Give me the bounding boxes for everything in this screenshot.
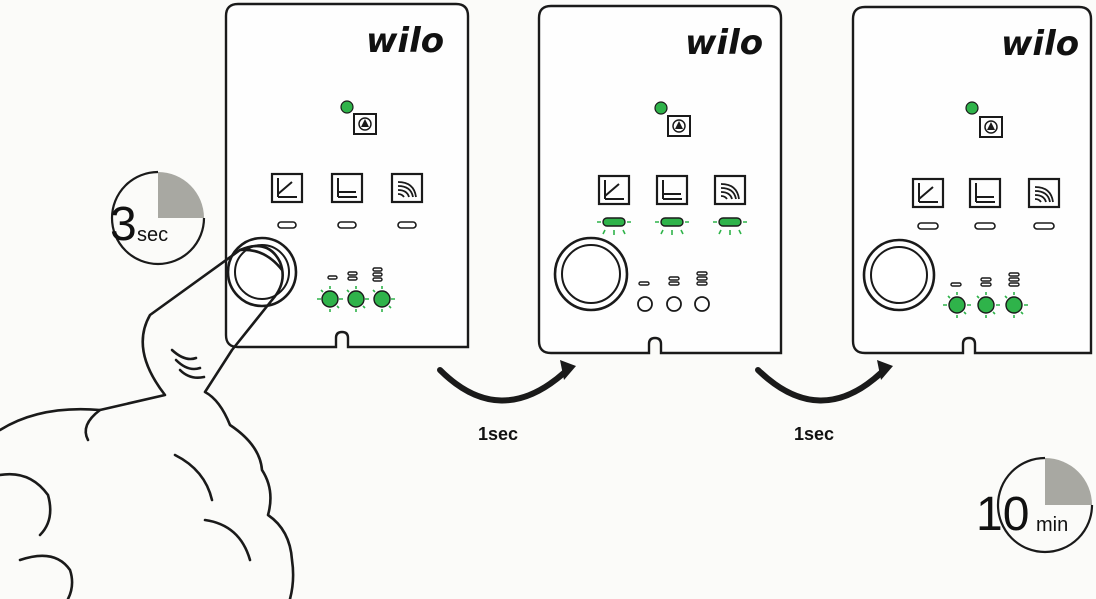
operating-button[interactable] xyxy=(555,238,627,310)
brand-logo: wilo xyxy=(685,23,763,63)
timer-3sec-icon: 3 sec xyxy=(110,172,204,264)
transition-arrow-1 xyxy=(440,360,576,401)
transition-label-2: 1sec xyxy=(794,424,834,444)
mode-2-led xyxy=(338,222,356,228)
operating-button[interactable] xyxy=(228,238,296,306)
controller-panel-1: wilo xyxy=(226,4,468,347)
status-led xyxy=(655,102,667,114)
mode-1-led xyxy=(278,222,296,228)
timer-3sec-unit: sec xyxy=(137,224,168,246)
brand-logo: wilo xyxy=(366,21,444,61)
mode-2-led xyxy=(975,223,995,229)
transition-arrow-2 xyxy=(758,360,893,401)
timer-10min-unit: min xyxy=(1036,514,1068,536)
mode-1-led xyxy=(918,223,938,229)
controller-panel-2: wilo xyxy=(539,6,781,353)
status-led xyxy=(966,102,978,114)
timer-10min-value: 10 xyxy=(976,488,1029,541)
speed-leds-off xyxy=(638,297,709,311)
mode-3-led xyxy=(398,222,416,228)
timer-3sec-value: 3 xyxy=(110,198,137,251)
controller-panel-3: wilo xyxy=(853,7,1091,353)
timer-10min-icon: 10 min xyxy=(976,458,1092,552)
mode-3-led xyxy=(1034,223,1054,229)
brand-logo: wilo xyxy=(1001,24,1079,64)
status-led xyxy=(341,101,353,113)
transition-label-1: 1sec xyxy=(478,424,518,444)
operating-button[interactable] xyxy=(864,240,934,310)
